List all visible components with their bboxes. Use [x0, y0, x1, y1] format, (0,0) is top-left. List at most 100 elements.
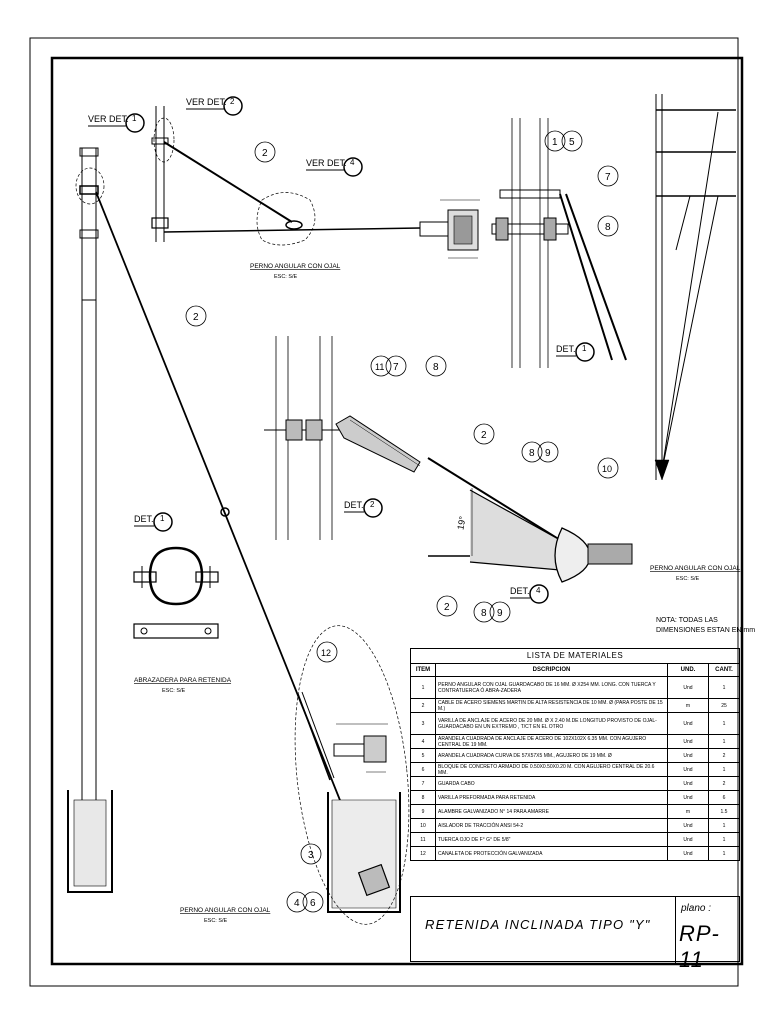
det-2-label: DET.	[344, 500, 364, 510]
table-row: 4 ARANDELA CUADRADA DE ANCLAJE DE ACERO …	[410, 734, 740, 749]
svg-text:1: 1	[582, 344, 587, 353]
balloon-7-det1: 7	[597, 165, 619, 187]
materials-caption: LISTA DE MATERIALES	[410, 648, 740, 664]
svg-text:2: 2	[370, 500, 375, 509]
svg-text:1: 1	[160, 514, 165, 523]
perno-caption-right: PERNO ANGULAR CON OJAL	[650, 565, 741, 572]
balloon-6: 6	[302, 891, 324, 913]
balloon-2-det4: 2	[473, 423, 495, 445]
balloon-12: 12	[316, 641, 338, 663]
svg-text:11: 11	[375, 362, 384, 372]
svg-text:4: 4	[536, 586, 541, 595]
guy-wire	[95, 191, 373, 881]
guy-insulator	[220, 507, 230, 517]
svg-text:2: 2	[230, 97, 235, 106]
perno-caption-bottom: PERNO ANGULAR CON OJAL	[180, 907, 271, 914]
main-pole	[75, 147, 105, 860]
angle-label: 19°	[455, 515, 467, 531]
table-row: 11 TUERCA OJO DE F° G° DE 5/8" Und 1	[410, 832, 740, 847]
table-row: 3 VARILLA DE ANCLAJE DE ACERO DE 20 MM. …	[410, 712, 740, 735]
table-row: 7 GUARDA CABO Und 2	[410, 776, 740, 791]
balloon-8-det2: 8	[425, 355, 447, 377]
balloon-7-det2: 7	[385, 355, 407, 377]
svg-text:2: 2	[193, 312, 199, 323]
materials-table: LISTA DE MATERIALES ITEM DSCRIPCION UND.…	[410, 648, 740, 861]
svg-text:2: 2	[481, 430, 487, 441]
det-4-label: DET.	[510, 586, 530, 596]
svg-text:7: 7	[605, 172, 611, 183]
svg-text:8: 8	[433, 362, 439, 373]
balloon-2-top: 2	[254, 141, 276, 163]
svg-text:12: 12	[321, 648, 331, 658]
table-row: 8 VARILLA PREFORMADA PARA RETENIDA Und 6	[410, 790, 740, 805]
title-divider	[675, 897, 676, 963]
table-row: 2 CABLE DE ACERO SIEMENS MARTIN DE ALTA …	[410, 698, 740, 713]
svg-text:2: 2	[444, 602, 450, 613]
balloon-8-det1: 8	[597, 215, 619, 237]
balloon-10-det4: 10	[597, 457, 619, 479]
pole-foundation	[67, 790, 113, 893]
header-und: UND.	[667, 663, 709, 677]
header-item: ITEM	[410, 663, 436, 677]
balloon-9-det4-low: 9	[489, 601, 511, 623]
det-1-label-right: DET.	[556, 344, 576, 354]
perno-caption-top: PERNO ANGULAR CON OJAL	[250, 263, 341, 270]
perno-scale-bottom: ESC: S/E	[204, 918, 228, 924]
table-row: 5 ARANDELA CUADRADA CURVA DE 57X57X5 MM.…	[410, 748, 740, 763]
ver-det-1-text: VER DET.	[88, 114, 129, 124]
balloon-9-det4: 9	[537, 441, 559, 463]
detail-4-insulator	[427, 457, 633, 583]
table-row: 1 PERNO ANGULAR CON OJAL GUARDACABO DE 1…	[410, 676, 740, 699]
table-row: 6 BLOQUE DE CONCRETO ARMADO DE 0.50X0.50…	[410, 762, 740, 777]
balloon-2-det4-low: 2	[436, 595, 458, 617]
detail-1-clamp	[491, 118, 627, 368]
svg-text:6: 6	[310, 898, 316, 909]
drawing-title: RETENIDA INCLINADA TIPO "Y"	[425, 917, 651, 932]
svg-text:8: 8	[481, 608, 487, 619]
callout-det2-top: 2	[223, 96, 243, 116]
ver-det-4-text: VER DET.	[306, 158, 347, 168]
header-desc: DSCRIPCION	[435, 663, 668, 677]
abrazadera-scale: ESC: S/E	[162, 688, 186, 694]
balloon-8-det4-low: 8	[473, 601, 495, 623]
svg-text:9: 9	[497, 608, 503, 619]
det-1-balloon-left: 1	[153, 512, 173, 532]
detail-2-assembly	[264, 336, 421, 540]
title-block: RETENIDA INCLINADA TIPO "Y" plano : RP-1…	[410, 896, 740, 972]
top-perno-detail	[151, 106, 480, 259]
det-1-label-left: DET.	[134, 514, 154, 524]
inner-frame	[50, 56, 744, 966]
balloon-11-det2: 11	[370, 355, 392, 377]
balloon-3: 3	[300, 843, 322, 865]
balloon-2-main: 2	[185, 305, 207, 327]
svg-text:3: 3	[308, 850, 314, 861]
balloon-5-det1: 5	[561, 130, 583, 152]
nota-line-1: NOTA: TODAS LAS	[656, 617, 718, 624]
svg-text:10: 10	[602, 464, 612, 474]
svg-text:8: 8	[605, 222, 611, 233]
table-row: 10 AISLADOR DE TRACCIÓN ANSI 54-2 Und 1	[410, 818, 740, 833]
perno-scale-right: ESC: S/E	[676, 576, 700, 582]
plano-label: plano :	[681, 903, 712, 914]
svg-text:1: 1	[552, 137, 558, 148]
right-pole	[654, 94, 736, 481]
callout-det1-top: 1	[125, 113, 145, 133]
balloon-4: 4	[286, 891, 308, 913]
svg-text:4: 4	[294, 898, 300, 909]
svg-text:4: 4	[350, 158, 355, 167]
svg-text:8: 8	[529, 448, 535, 459]
abrazadera-detail	[133, 546, 219, 639]
det-1-balloon-right: 1	[575, 342, 595, 362]
svg-text:5: 5	[569, 137, 575, 148]
det-4-balloon: 4	[529, 584, 549, 604]
balloon-8-det4: 8	[521, 441, 543, 463]
det-2-balloon: 2	[363, 498, 383, 518]
svg-text:1: 1	[132, 114, 137, 123]
header-cant: CANT.	[708, 663, 740, 677]
outer-frame	[29, 37, 739, 987]
nota-line-2: DIMENSIONES ESTAN EN mm	[656, 627, 755, 634]
table-row: 9 ALAMBRE GALVANIZADO N° 14 PARA AMARRE …	[410, 804, 740, 819]
svg-text:9: 9	[545, 448, 551, 459]
anchor-assembly	[294, 625, 410, 925]
